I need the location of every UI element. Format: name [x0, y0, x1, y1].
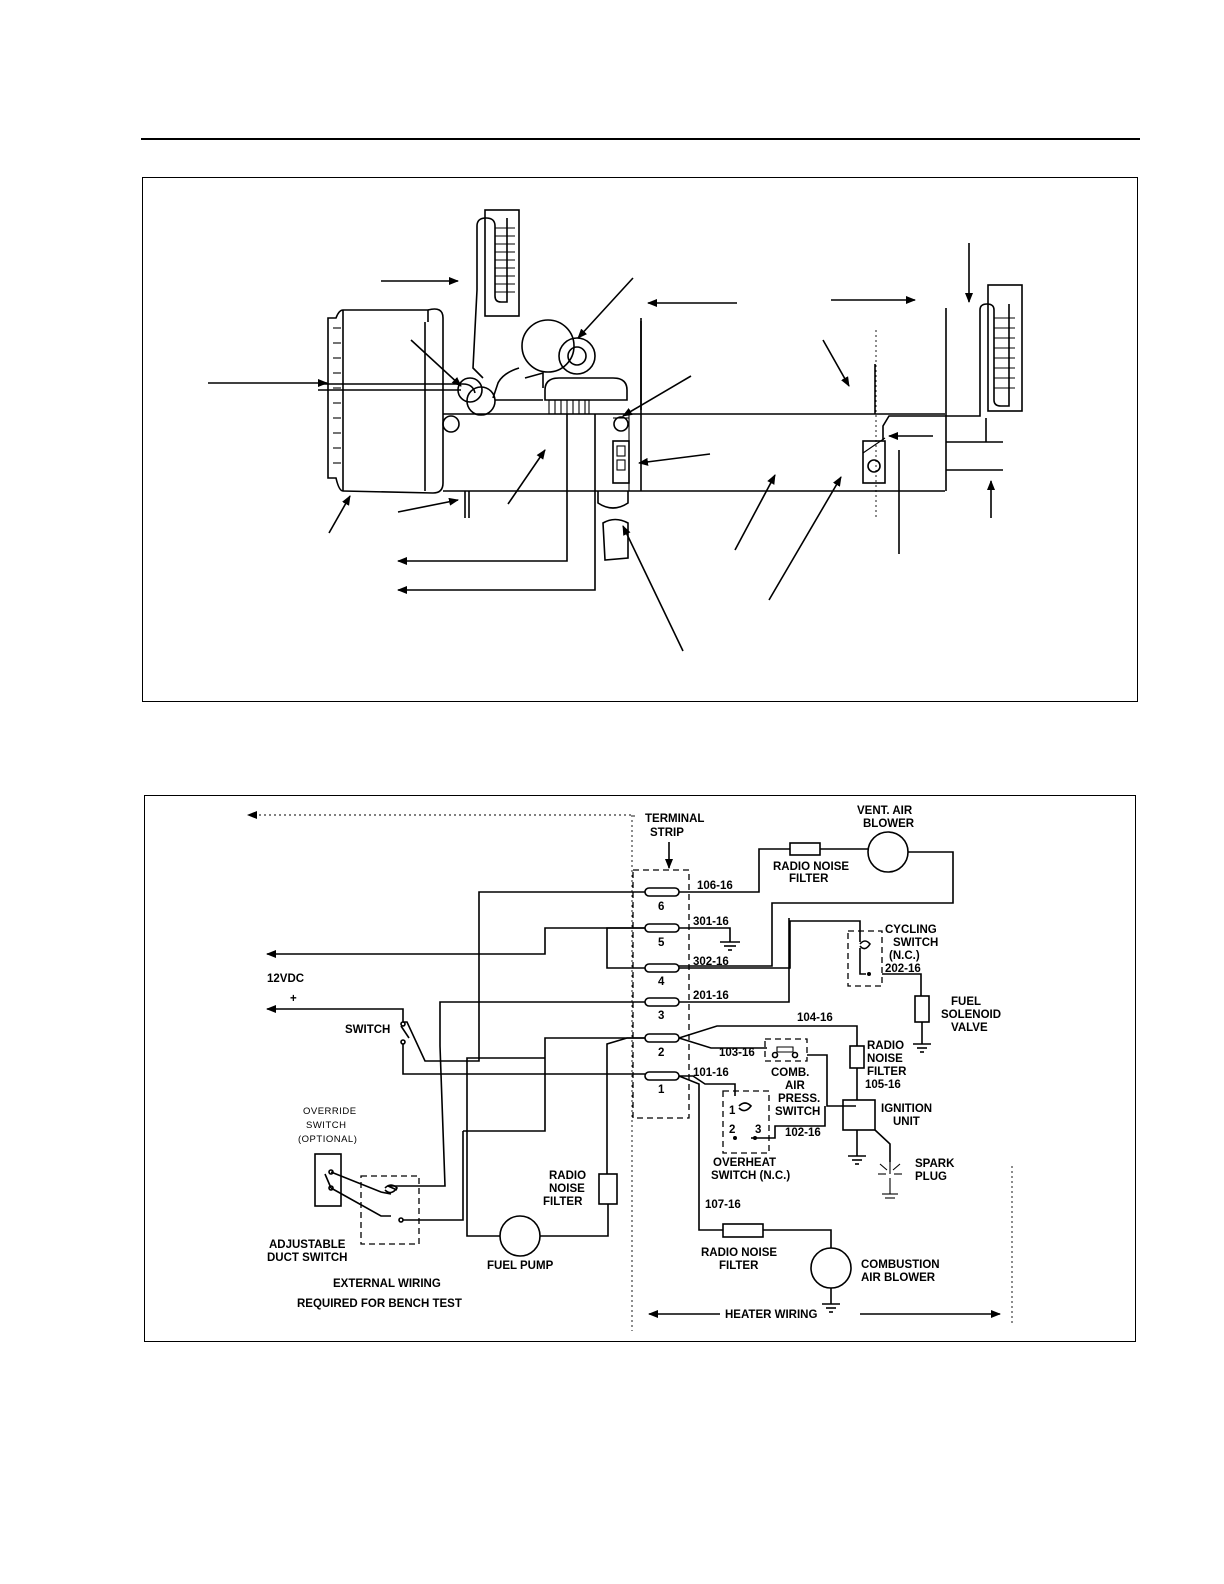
wire-202-label: 202-16	[885, 963, 921, 975]
terminal-3-label: 3	[658, 1010, 664, 1022]
radio-noise-filter-bottom-label-1: RADIO NOISE	[701, 1247, 777, 1259]
comb-air-press-switch-box	[764, 1038, 808, 1062]
adjustable-duct-switch-label-1: ADJUSTABLE	[269, 1239, 346, 1251]
fuel-solenoid-valve-label-2: SOLENOID	[941, 1009, 1001, 1021]
radio-noise-filter-top-label-1: RADIO NOISE	[773, 861, 849, 873]
vent-air-blower-motor	[867, 831, 909, 873]
radio-noise-filter-bottom-label-2: FILTER	[719, 1260, 759, 1272]
wire-107-label: 107-16	[705, 1199, 741, 1211]
supply-voltage-label: 12VDC	[267, 973, 304, 985]
comb-air-press-switch-label-2: AIR	[785, 1080, 806, 1092]
radio-noise-filter-right-label-2: NOISE	[867, 1053, 903, 1065]
overheat-terminal-3-label: 3	[755, 1124, 761, 1136]
external-wiring-label-1: EXTERNAL WIRING	[333, 1278, 441, 1290]
radio-noise-filter-bottom-box	[722, 1223, 764, 1238]
spark-plug-label-1: SPARK	[915, 1158, 955, 1170]
override-switch-label-2: SWITCH	[306, 1120, 346, 1131]
heater-test-setup-figure	[142, 177, 1138, 702]
wire-105-label: 105-16	[865, 1079, 901, 1091]
cycling-switch-label-2: SWITCH	[893, 937, 938, 949]
comb-air-press-switch-label-3: PRESS.	[778, 1093, 820, 1105]
terminal-strip-label-1: TERMINAL	[645, 813, 704, 825]
terminal-2-label: 2	[658, 1047, 664, 1059]
control-box-drawing	[544, 377, 628, 415]
radio-noise-filter-top-label-2: FILTER	[789, 873, 829, 885]
terminal-strip-label-2: STRIP	[650, 827, 684, 839]
fuel-solenoid-valve-label-1: FUEL	[951, 996, 981, 1008]
wiring-schematic-drawing: TERMINAL STRIP VENT. AIR BLOWER RADIO NO…	[247, 805, 1013, 1331]
heater-test-setup-drawing	[208, 209, 1023, 652]
radio-noise-filter-right-label-1: RADIO	[867, 1040, 904, 1052]
combustion-air-blower-label-2: AIR BLOWER	[861, 1272, 936, 1284]
switch-label: SWITCH	[345, 1024, 390, 1036]
external-wiring-label-2: REQUIRED FOR BENCH TEST	[297, 1298, 462, 1310]
ignition-unit-label-1: IGNITION	[881, 1103, 932, 1115]
fuel-solenoid-valve-label-3: VALVE	[951, 1022, 988, 1034]
terminal-5-label: 5	[658, 937, 665, 949]
override-switch-body	[314, 1153, 342, 1207]
wire-302-label: 302-16	[693, 956, 729, 968]
heater-wiring-schematic: TERMINAL STRIP VENT. AIR BLOWER RADIO NO…	[144, 795, 1136, 1342]
wire-101-label: 101-16	[693, 1067, 729, 1079]
combustion-air-blower-label-1: COMBUSTION	[861, 1259, 940, 1271]
fuel-pump-motor	[499, 1215, 541, 1257]
overheat-switch-label-1: OVERHEAT	[713, 1157, 776, 1169]
fuel-solenoid-valve-coil	[914, 995, 930, 1023]
radio-noise-filter-top-box	[789, 842, 821, 856]
cycling-switch-label-1: CYCLING	[885, 924, 937, 936]
fuel-pump-label: FUEL PUMP	[487, 1260, 554, 1272]
adjustable-duct-switch-label-2: DUCT SWITCH	[267, 1252, 348, 1264]
adjustable-duct-switch-box	[360, 1175, 420, 1245]
radio-noise-filter-pump-label-3: FILTER	[543, 1196, 583, 1208]
ignition-unit-label-2: UNIT	[893, 1116, 920, 1128]
radio-noise-filter-right-label-3: FILTER	[867, 1066, 907, 1078]
left-manometer	[472, 209, 520, 379]
combustion-air-blower-drawing	[492, 319, 596, 399]
supply-plus-label: +	[290, 993, 297, 1005]
heater-body-drawing	[327, 308, 945, 561]
overheat-switch-label-2: SWITCH (N.C.)	[711, 1170, 790, 1182]
overheat-terminal-1-label: 1	[729, 1105, 736, 1117]
right-manometer	[882, 284, 1023, 440]
spark-plug-symbol	[878, 1162, 902, 1199]
wire-104-label: 104-16	[797, 1012, 833, 1024]
vent-air-blower-label-1: VENT. AIR	[857, 805, 913, 817]
terminal-strip-box	[632, 869, 690, 1119]
wire-102-label: 102-16	[785, 1127, 821, 1139]
inlet-tee-fitting	[457, 377, 543, 416]
radio-noise-filter-right-box	[849, 1045, 865, 1069]
comb-air-press-switch-label-4: SWITCH	[775, 1106, 820, 1118]
terminal-4-label: 4	[658, 976, 665, 988]
override-switch-label-3: (OPTIONAL)	[298, 1134, 357, 1145]
cycling-switch-box	[847, 930, 883, 987]
spark-plug-label-2: PLUG	[915, 1171, 947, 1183]
callout-arrows	[208, 243, 995, 652]
wire-103-label: 103-16	[719, 1047, 755, 1059]
combustion-air-blower-motor	[810, 1247, 852, 1289]
terminal-1-label: 1	[658, 1084, 665, 1096]
heater-wiring-label: HEATER WIRING	[725, 1309, 817, 1321]
wire-301-label: 301-16	[693, 916, 729, 928]
vent-air-blower-label-2: BLOWER	[863, 818, 915, 830]
ignition-unit-box	[842, 1099, 876, 1131]
comb-air-press-switch-label-1: COMB.	[771, 1067, 809, 1079]
override-switch-label-1: OVERRIDE	[303, 1106, 357, 1117]
cycling-switch-label-3: (N.C.)	[889, 950, 920, 962]
terminal-6-label: 6	[658, 901, 664, 913]
wire-201-label: 201-16	[693, 990, 729, 1002]
radio-noise-filter-pump-box	[598, 1173, 618, 1205]
overheat-terminal-2-label: 2	[729, 1124, 735, 1136]
wire-106-label: 106-16	[697, 880, 733, 892]
page-header-rule	[141, 138, 1140, 140]
radio-noise-filter-pump-label-2: NOISE	[549, 1183, 585, 1195]
overheat-switch-box	[722, 1090, 770, 1154]
radio-noise-filter-pump-label-1: RADIO	[549, 1170, 586, 1182]
